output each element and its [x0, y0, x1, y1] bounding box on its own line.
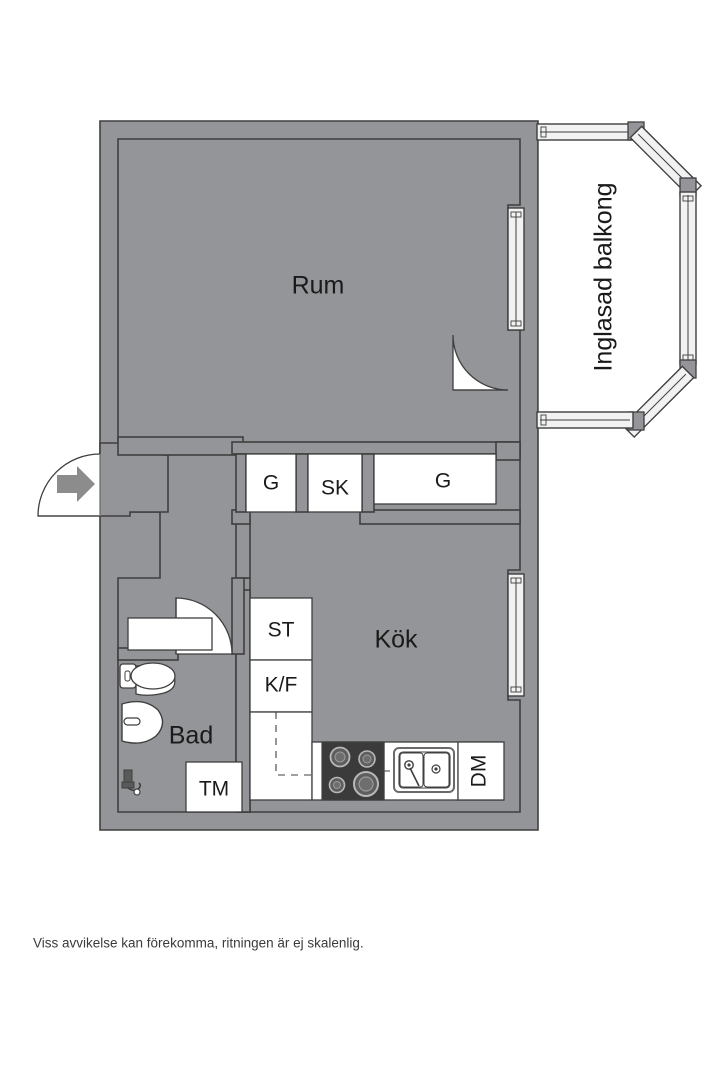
living-room-balcony-window [507, 207, 525, 331]
hall-shelf [127, 617, 213, 651]
interior-wall-rum-hall [117, 436, 244, 456]
toilet [119, 662, 176, 696]
appliance-label-tm: TM [199, 778, 229, 801]
shower-mixer [121, 769, 142, 796]
closet-label-g-right: G [435, 470, 451, 493]
entrance-door[interactable] [37, 453, 101, 517]
appliance-tm[interactable] [185, 761, 243, 813]
balcony-window-bottom [536, 411, 634, 429]
bathroom-fittings: TM Bad [119, 617, 243, 813]
room-label-kok: Kök [374, 626, 418, 654]
balcony-window-right [679, 191, 697, 365]
closet-divider-1 [295, 453, 309, 513]
kitchen-fittings: ST K/F [249, 597, 505, 801]
plan-caption: Viss avvikelse kan förekomma, ritningen … [33, 936, 364, 951]
kitchen-sink[interactable] [393, 747, 455, 793]
closet-run-top-wall [231, 441, 521, 455]
closet-g-right-box[interactable] [373, 453, 497, 505]
stove-hob[interactable] [321, 741, 385, 801]
appliance-label-dm: DM [468, 755, 491, 788]
wall-stub-kitchen-upper [235, 515, 251, 579]
room-label-rum: Rum [292, 272, 345, 300]
closet-sk-box[interactable] [307, 453, 363, 513]
counter-corner-dashline [275, 712, 324, 776]
kitchen-window [507, 573, 525, 697]
balcony-door[interactable] [452, 334, 509, 391]
balcony-window-top [536, 123, 634, 141]
closet-divider-2 [361, 453, 375, 513]
cabinet-st[interactable] [249, 597, 313, 661]
wall-nub-closet-right [495, 441, 521, 461]
appliance-dm[interactable] [457, 741, 505, 801]
closet-label-g-left: G [263, 472, 279, 495]
closet-g-left-box[interactable] [245, 453, 297, 513]
kitchen-counter-left [249, 711, 313, 801]
closet-run: G SK G [245, 453, 497, 513]
balcony-structure: Inglasad balkong [536, 121, 703, 439]
room-label-bad: Bad [169, 722, 213, 750]
cabinet-label-kf: K/F [265, 674, 298, 697]
closet-run-bottom-wall-right [359, 509, 521, 525]
bathroom-door-jamb [231, 577, 245, 655]
room-label-balkong: Inglasad balkong [590, 182, 618, 371]
entry-direction-arrow [57, 466, 95, 502]
washbasin [121, 700, 164, 744]
cabinet-kf[interactable] [249, 659, 313, 713]
closet-left-end-wall [235, 453, 247, 513]
closet-label-sk: SK [321, 477, 349, 500]
cabinet-label-st: ST [268, 619, 295, 642]
